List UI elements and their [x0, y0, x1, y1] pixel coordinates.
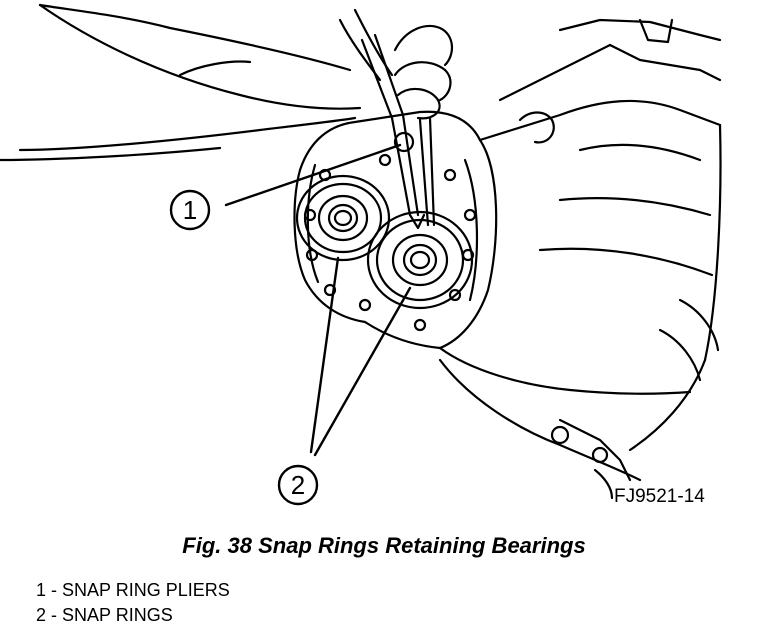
- legend-item: 1 - SNAP RING PLIERS: [36, 580, 230, 600]
- upper-bearing: [295, 174, 391, 262]
- callout-circle-2: [277, 464, 319, 506]
- legend-list: 1 - SNAP RING PLIERS 2 - SNAP RINGS: [36, 578, 230, 628]
- legend-item: 2 - SNAP RINGS: [36, 605, 173, 625]
- callout-number-1: 1: [183, 195, 197, 225]
- bearing-illustration: 1 2 FJ9521-14: [0, 3, 722, 507]
- figure-code: FJ9521-14: [614, 486, 705, 507]
- callout-leaders: [224, 143, 412, 457]
- callout-number-2: 2: [291, 470, 305, 500]
- lower-bearing: [366, 210, 474, 310]
- callout-circle-1: [169, 189, 211, 231]
- bearing-plate: [303, 153, 479, 332]
- figure-caption: Fig. 38 Snap Rings Retaining Bearings: [182, 533, 586, 558]
- hand-drawing: [0, 3, 453, 162]
- transfer-case-housing: [293, 18, 722, 500]
- snap-ring-pliers-drawing: [360, 33, 436, 230]
